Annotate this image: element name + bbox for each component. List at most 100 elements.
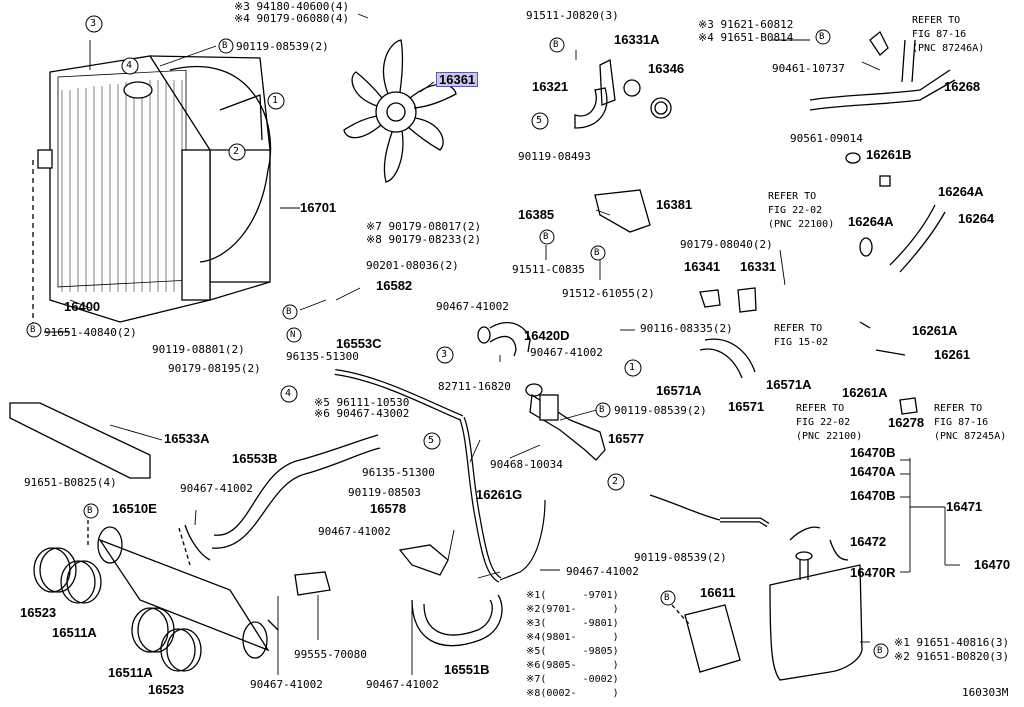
part-16470r-label[interactable]: 16470R [850, 565, 896, 580]
cooling-fan-drawing [343, 39, 457, 183]
part-91651-40816-label[interactable]: ※1 91651-40816(3) [894, 636, 1010, 649]
marker-1-shroud: 1 [272, 95, 279, 106]
part-16511a-b-label[interactable]: 16511A [108, 665, 153, 680]
part-91512-61055-label[interactable]: 91512-61055(2) [562, 287, 655, 300]
leader-lines [44, 13, 960, 675]
part-91651-40840-label[interactable]: 91651-40840(2) [44, 326, 137, 339]
part-90467-41002-c-label[interactable]: 90467-41002 [318, 525, 391, 538]
bolt-marker: B [30, 325, 36, 335]
part-96111-label[interactable]: ※5 96111-10530 [314, 396, 410, 409]
part-16331-label[interactable]: 16331 [740, 259, 777, 274]
marker-4-clamp: 4 [285, 388, 292, 399]
part-16471-label[interactable]: 16471 [946, 499, 983, 514]
part-90467-41002-h-label[interactable]: 90467-41002 [366, 678, 439, 691]
part-16523-b-label[interactable]: 16523 [148, 682, 185, 697]
part-16533a-label[interactable]: 16533A [164, 431, 210, 446]
bolt-marker: B [87, 506, 93, 516]
part-16400-label[interactable]: 16400 [64, 299, 101, 314]
part-91651-b0820-label[interactable]: ※2 91651-B0820(3) [894, 650, 1010, 663]
part-16571a-b-label[interactable]: 16571A [766, 377, 812, 392]
part-16551b-label[interactable]: 16551B [444, 662, 490, 677]
marker-4-radiator: 4 [126, 60, 133, 71]
part-99555-label[interactable]: 99555-70080 [294, 648, 367, 661]
part-90467-41002-b-label[interactable]: 90467-41002 [250, 678, 323, 691]
part-16571a-a-label[interactable]: 16571A [656, 383, 702, 398]
part-16611-label[interactable]: 16611 [700, 585, 736, 600]
part-16361-label[interactable]: 16361 [436, 72, 479, 87]
part-16261-label[interactable]: 16261 [934, 347, 971, 362]
part-94180-label[interactable]: ※3 94180-40600(4) [234, 0, 350, 13]
part-91511-c0835-label[interactable]: 91511-C0835 [512, 263, 585, 276]
part-90119-08539-label[interactable]: 90119-08539(2) [236, 40, 329, 53]
part-16261a-b-label[interactable]: 16261A [842, 385, 888, 400]
part-91621-label[interactable]: ※3 91621-60812 [698, 18, 794, 31]
part-16553b-label[interactable]: 16553B [232, 451, 278, 466]
part-16264a-a-label[interactable]: 16264A [938, 184, 984, 199]
part-16571-label[interactable]: 16571 [728, 399, 765, 414]
part-16341-label[interactable]: 16341 [684, 259, 721, 274]
part-16578-label[interactable]: 16578 [370, 501, 407, 516]
part-16321-label[interactable]: 16321 [532, 79, 569, 94]
part-16470b-b-label[interactable]: 16470B [850, 488, 896, 503]
part-16346-label[interactable]: 16346 [648, 61, 685, 76]
part-16470-label[interactable]: 16470 [974, 557, 1011, 572]
part-90561-label[interactable]: 90561-09014 [790, 132, 863, 145]
part-90179-08017-label[interactable]: ※7 90179-08017(2) [366, 220, 482, 233]
part-90179-08233-label[interactable]: ※8 90179-08233(2) [366, 233, 482, 246]
part-90467-41002-d-label[interactable]: 90467-41002 [436, 300, 509, 313]
part-96135-51300-a-label[interactable]: 96135-51300 [286, 350, 359, 363]
part-90179-08195-label[interactable]: 90179-08195(2) [168, 362, 261, 375]
part-16261b-label[interactable]: 16261B [866, 147, 912, 162]
bolt-marker: B [222, 41, 228, 51]
part-90467-41002-e-label[interactable]: 90467-41002 [530, 346, 603, 359]
part-16510e-label[interactable]: 16510E [112, 501, 157, 516]
part-16523-a-label[interactable]: 16523 [20, 605, 57, 620]
part-90119-08801-label[interactable]: 90119-08801(2) [152, 343, 245, 356]
part-90119-08539-c-label[interactable]: 90119-08539(2) [634, 551, 727, 564]
part-90468-label[interactable]: 90468-10034 [490, 458, 563, 471]
part-16577-label[interactable]: 16577 [608, 431, 645, 446]
part-16582-label[interactable]: 16582 [376, 278, 413, 293]
bracket-16611-drawing [684, 604, 741, 673]
part-91651-b0825-label[interactable]: 91651-B0825(4) [24, 476, 117, 489]
part-16701-label[interactable]: 16701 [300, 200, 337, 215]
part-16470b-a-label[interactable]: 16470B [850, 445, 896, 460]
bolt-marker: B [286, 307, 292, 317]
part-16381-label[interactable]: 16381 [656, 197, 693, 212]
part-16264a-b-label[interactable]: 16264A [848, 214, 894, 229]
part-91651-b0814-label[interactable]: ※4 91651-B0814 [698, 31, 794, 44]
part-16553c-label[interactable]: 16553C [336, 336, 382, 351]
part-16470a-label[interactable]: 16470A [850, 464, 896, 479]
part-16268-label[interactable]: 16268 [944, 79, 981, 94]
part-90201-label[interactable]: 90201-08036(2) [366, 259, 459, 272]
part-16278-label[interactable]: 16278 [888, 415, 925, 430]
part-90467-41002-a-label[interactable]: 90467-41002 [180, 482, 253, 495]
part-90179-06080-label[interactable]: ※4 90179-06080(4) [234, 12, 350, 25]
part-90119-08493-label[interactable]: 90119-08493 [518, 150, 591, 163]
part-16261g-label[interactable]: 16261G [476, 487, 523, 502]
part-90461-label[interactable]: 90461-10737 [772, 62, 845, 75]
part-16511a-a-label[interactable]: 16511A [52, 625, 97, 640]
part-16420d-label[interactable]: 16420D [524, 328, 570, 343]
part-90116-label[interactable]: 90116-08335(2) [640, 322, 733, 335]
part-90467-43002-label[interactable]: ※6 90467-43002 [314, 407, 410, 420]
part-16472-label[interactable]: 16472 [850, 534, 887, 549]
part-16261a-a-label[interactable]: 16261A [912, 323, 958, 338]
part-90179-08040-label[interactable]: 90179-08040(2) [680, 238, 773, 251]
marker-3-clamp: 3 [441, 349, 448, 360]
part-90467-41002-f-label[interactable]: 90467-41002 [566, 565, 639, 578]
part-91511-j0820-label[interactable]: 91511-J0820(3) [526, 9, 619, 22]
part-90119-08503-label[interactable]: 90119-08503 [348, 486, 421, 499]
part-16264-label[interactable]: 16264 [958, 211, 995, 226]
part-90119-08539-b-label[interactable]: 90119-08539(2) [614, 404, 707, 417]
part-16331a-label[interactable]: 16331A [614, 32, 660, 47]
part-82711-label[interactable]: 82711-16820 [438, 380, 511, 393]
part-96135-51300-b-label[interactable]: 96135-51300 [362, 466, 435, 479]
part-16385-label[interactable]: 16385 [518, 207, 555, 222]
